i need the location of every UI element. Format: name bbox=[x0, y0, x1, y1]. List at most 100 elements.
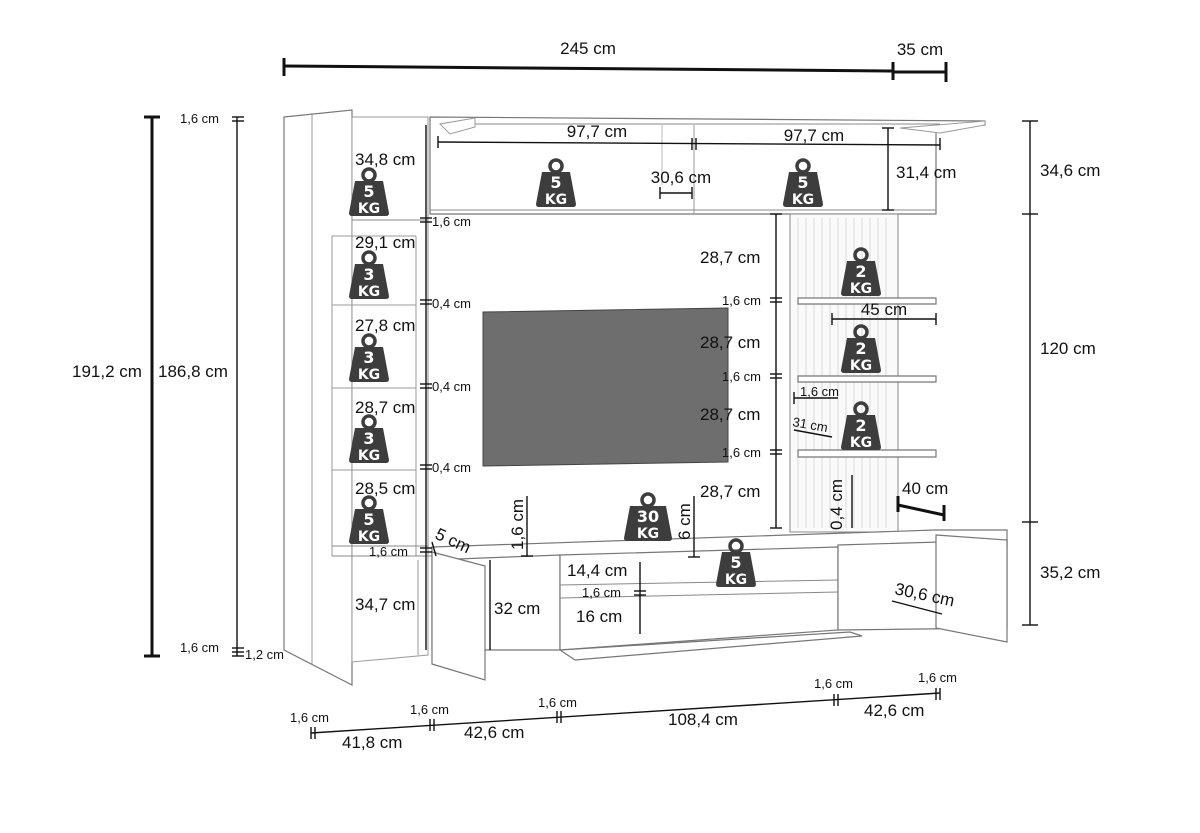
lc-sep3-label: 0,4 cm bbox=[432, 379, 471, 394]
weight-unit: KG bbox=[358, 448, 380, 464]
top-right-section-label: 34,6 cm bbox=[1040, 161, 1100, 180]
left-c2-label: 29,1 cm bbox=[355, 233, 415, 252]
tv-panel-dims: 28,7 cm 1,6 cm 28,7 cm 1,6 cm 28,7 cm 1,… bbox=[700, 213, 782, 529]
bottom-section-label: 35,2 cm bbox=[1040, 563, 1100, 582]
weight-value: 2 bbox=[855, 339, 866, 358]
top-left-flap bbox=[438, 117, 476, 135]
bottom-thickness-label: 1,6 cm bbox=[180, 640, 219, 655]
left-c5-label: 28,5 cm bbox=[355, 479, 415, 498]
top-shelf-depth-label: 30,6 cm bbox=[651, 168, 711, 187]
shelf-width-label: 45 cm bbox=[861, 300, 907, 319]
weight-icon: 3KG bbox=[349, 414, 389, 464]
weight-icon: 5KG bbox=[783, 158, 823, 208]
weight-unit: KG bbox=[850, 358, 872, 374]
inner-sep-label: 1,6 cm bbox=[582, 585, 621, 600]
shelf-depth-label: 31 cm bbox=[791, 414, 828, 435]
weight-value: 3 bbox=[363, 265, 374, 284]
shelf-thk-label: 1,6 cm bbox=[800, 384, 839, 399]
top-right-width-label: 97,7 cm bbox=[784, 126, 844, 145]
weight-unit: KG bbox=[792, 192, 814, 208]
right-sep2-label: 1,6 cm bbox=[722, 369, 761, 384]
panel-thk-label: 0,4 cm bbox=[827, 479, 846, 530]
bw-1-label: 41,8 cm bbox=[342, 733, 402, 752]
weight-icon: 5KG bbox=[536, 158, 576, 208]
inner-height-label: 186,8 cm bbox=[158, 362, 228, 381]
weight-unit: KG bbox=[358, 201, 380, 217]
total-width-label: 245 cm bbox=[560, 39, 616, 58]
inner-top-label: 14,4 cm bbox=[567, 561, 627, 580]
shelf-dims: 45 cm 1,6 cm 31 cm 0,4 cm 40 cm bbox=[791, 300, 948, 530]
tv-top-thk-label: 1,6 cm bbox=[508, 499, 527, 550]
left-height-dims: 1,6 cm 191,2 cm 186,8 cm 1,6 cm 1,2 cm bbox=[72, 111, 284, 662]
base-thickness-label: 1,2 cm bbox=[245, 647, 284, 662]
right-sep3-label: 1,6 cm bbox=[722, 445, 761, 460]
left-c6-label: 34,7 cm bbox=[355, 595, 415, 614]
right-low-door bbox=[935, 534, 1008, 643]
weight-value: 5 bbox=[730, 553, 741, 572]
bw-sep2-label: 1,6 cm bbox=[410, 702, 449, 717]
weight-unit: KG bbox=[725, 572, 747, 588]
top-left-width-label: 97,7 cm bbox=[567, 122, 627, 141]
inner-bottom-label: 16 cm bbox=[576, 607, 622, 626]
weight-value: 3 bbox=[363, 348, 374, 367]
weight-icon: 2KG bbox=[841, 247, 881, 297]
weight-value: 5 bbox=[363, 510, 374, 529]
weight-unit: KG bbox=[358, 367, 380, 383]
lc-sep5-label: 1,6 cm bbox=[369, 544, 408, 559]
weight-value: 5 bbox=[797, 173, 808, 192]
tv-depth-label: 6 cm bbox=[675, 503, 694, 540]
bw-sep3-label: 1,6 cm bbox=[538, 695, 577, 710]
shelf-2 bbox=[797, 375, 937, 383]
right-c3-label: 28,7 cm bbox=[700, 405, 760, 424]
top-thickness-label: 1,6 cm bbox=[180, 111, 219, 126]
right-sep1-label: 1,6 cm bbox=[722, 293, 761, 308]
left-c1-label: 34,8 cm bbox=[355, 150, 415, 169]
right-c4-label: 28,7 cm bbox=[700, 482, 760, 501]
weight-icon: 3KG bbox=[349, 333, 389, 383]
tv-screen bbox=[482, 307, 729, 467]
bw-2-label: 42,6 cm bbox=[464, 723, 524, 742]
left-low-door bbox=[431, 551, 486, 681]
bw-sep1-label: 1,6 cm bbox=[290, 710, 329, 725]
weight-value: 30 bbox=[637, 507, 659, 526]
weight-icon: 3KG bbox=[349, 250, 389, 300]
top-cabinet-dims: 97,7 cm 97,7 cm 30,6 cm 31,4 cm bbox=[437, 122, 956, 211]
tv-bench-drawer bbox=[558, 631, 863, 661]
left-c3-label: 27,8 cm bbox=[355, 316, 415, 335]
shelf-1 bbox=[797, 297, 937, 305]
left-cabinet-side bbox=[283, 109, 353, 686]
top-width-dims: 245 cm 35 cm bbox=[282, 39, 948, 82]
weight-unit: KG bbox=[545, 192, 567, 208]
weight-icon: 2KG bbox=[841, 401, 881, 451]
bottom-width-dims: 1,6 cm 41,8 cm 1,6 cm 42,6 cm 1,6 cm 108… bbox=[290, 670, 957, 752]
weight-value: 2 bbox=[855, 416, 866, 435]
weight-value: 5 bbox=[363, 182, 374, 201]
bw-sep5-label: 1,6 cm bbox=[918, 670, 957, 685]
lc-sep1-label: 1,6 cm bbox=[432, 214, 471, 229]
bw-sep4-label: 1,6 cm bbox=[814, 676, 853, 691]
top-right-flap bbox=[899, 120, 986, 134]
total-height-label: 191,2 cm bbox=[72, 362, 142, 381]
bw-3-label: 108,4 cm bbox=[668, 710, 738, 729]
right-height-dims: 34,6 cm 120 cm 35,2 cm bbox=[1022, 120, 1100, 626]
right-c1-label: 28,7 cm bbox=[700, 248, 760, 267]
shelf-3 bbox=[797, 449, 937, 458]
lc-sep4-label: 0,4 cm bbox=[432, 460, 471, 475]
weight-unit: KG bbox=[358, 284, 380, 300]
low-left-inner-label: 32 cm bbox=[494, 599, 540, 618]
weight-unit: KG bbox=[850, 281, 872, 297]
bw-4-label: 42,6 cm bbox=[864, 701, 924, 720]
weight-unit: KG bbox=[850, 435, 872, 451]
weight-icon: 2KG bbox=[841, 324, 881, 374]
left-c4-label: 28,7 cm bbox=[355, 398, 415, 417]
weight-unit: KG bbox=[637, 526, 659, 542]
weight-value: 5 bbox=[550, 173, 561, 192]
weight-value: 2 bbox=[855, 262, 866, 281]
depth-top-label: 35 cm bbox=[897, 40, 943, 59]
furniture-drawing bbox=[283, 109, 1008, 686]
weight-icon: 5KG bbox=[349, 167, 389, 217]
weight-unit: KG bbox=[358, 529, 380, 545]
